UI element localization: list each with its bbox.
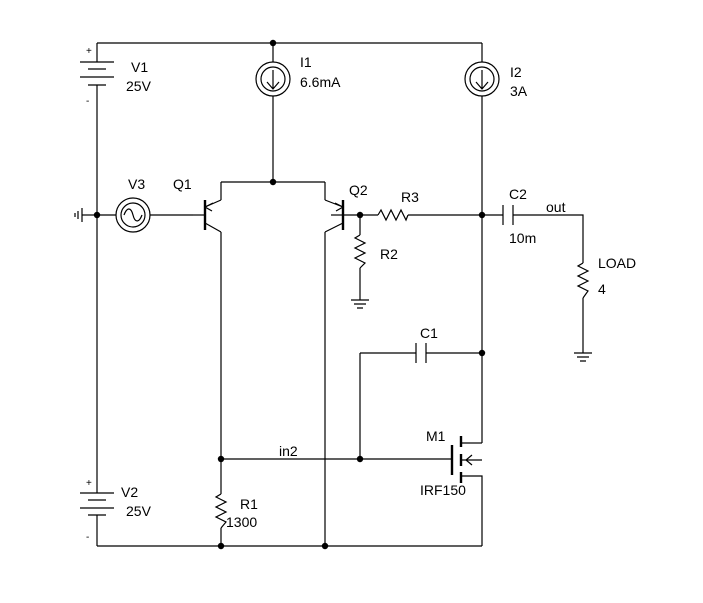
v1-ref-label: V1 xyxy=(131,59,148,75)
junction-dot xyxy=(217,455,225,463)
ac-source-v3[interactable]: V3 xyxy=(115,176,151,233)
v1-plus-sign: + xyxy=(86,46,92,57)
resistor-r3[interactable]: R3 xyxy=(377,189,419,222)
v3-ref-label: V3 xyxy=(128,176,145,192)
load-value-label: 4 xyxy=(598,281,606,297)
r3-ref-label: R3 xyxy=(401,189,419,205)
junction-dot xyxy=(269,178,277,186)
c2-ref-label: C2 xyxy=(509,186,527,202)
v1-value-label: 25V xyxy=(126,78,152,94)
i2-value-label: 3A xyxy=(510,83,528,99)
battery-v2[interactable]: + - V2 25V xyxy=(80,478,152,543)
r2-ref-label: R2 xyxy=(380,246,398,262)
junction-dot xyxy=(93,211,101,219)
r1-value-label: 1300 xyxy=(226,514,257,530)
net-label-in2: in2 xyxy=(279,443,298,459)
load-ref-label: LOAD xyxy=(598,255,636,271)
v2-minus-sign: - xyxy=(86,532,89,543)
r1-ref-label: R1 xyxy=(240,496,258,512)
transistor-q2[interactable]: Q2 xyxy=(324,182,368,233)
v2-value-label: 25V xyxy=(126,503,152,519)
junction-dot xyxy=(356,455,364,463)
ground-icon-load xyxy=(574,352,592,362)
ground-icon-left xyxy=(74,208,83,222)
junction-dot xyxy=(217,542,225,550)
v1-minus-sign: - xyxy=(86,96,89,107)
junctions xyxy=(93,39,486,550)
junction-dot xyxy=(478,349,486,357)
resistor-load[interactable]: LOAD 4 xyxy=(576,255,636,299)
c1-ref-label: C1 xyxy=(420,325,438,341)
mosfet-m1[interactable]: M1 IRF150 xyxy=(420,428,482,498)
i1-value-label: 6.6mA xyxy=(300,74,341,90)
battery-v1[interactable]: + - V1 25V xyxy=(80,46,152,107)
q1-ref-label: Q1 xyxy=(173,176,192,192)
junction-dot xyxy=(356,211,364,219)
current-source-i1[interactable]: I1 6.6mA xyxy=(255,54,341,97)
wires xyxy=(82,42,584,547)
ground-icon-r2 xyxy=(351,299,369,309)
net-label-out: out xyxy=(546,199,566,215)
m1-ref-label: M1 xyxy=(426,428,446,444)
v2-ref-label: V2 xyxy=(121,484,138,500)
i2-ref-label: I2 xyxy=(510,64,522,80)
capacitor-c1[interactable]: C1 xyxy=(415,325,438,363)
m1-value-label: IRF150 xyxy=(420,482,466,498)
resistor-r2[interactable]: R2 xyxy=(353,234,398,269)
resistor-r1[interactable]: R1 1300 xyxy=(214,493,258,530)
i1-ref-label: I1 xyxy=(300,54,312,70)
v2-plus-sign: + xyxy=(86,478,92,489)
c2-value-label: 10m xyxy=(509,230,536,246)
junction-dot xyxy=(321,542,329,550)
capacitor-c2[interactable]: C2 10m xyxy=(502,186,536,246)
junction-dot xyxy=(269,39,277,47)
junction-dot xyxy=(478,211,486,219)
transistor-q1[interactable]: Q1 xyxy=(173,176,222,233)
current-source-i2[interactable]: I2 3A xyxy=(464,61,528,99)
q2-ref-label: Q2 xyxy=(349,182,368,198)
